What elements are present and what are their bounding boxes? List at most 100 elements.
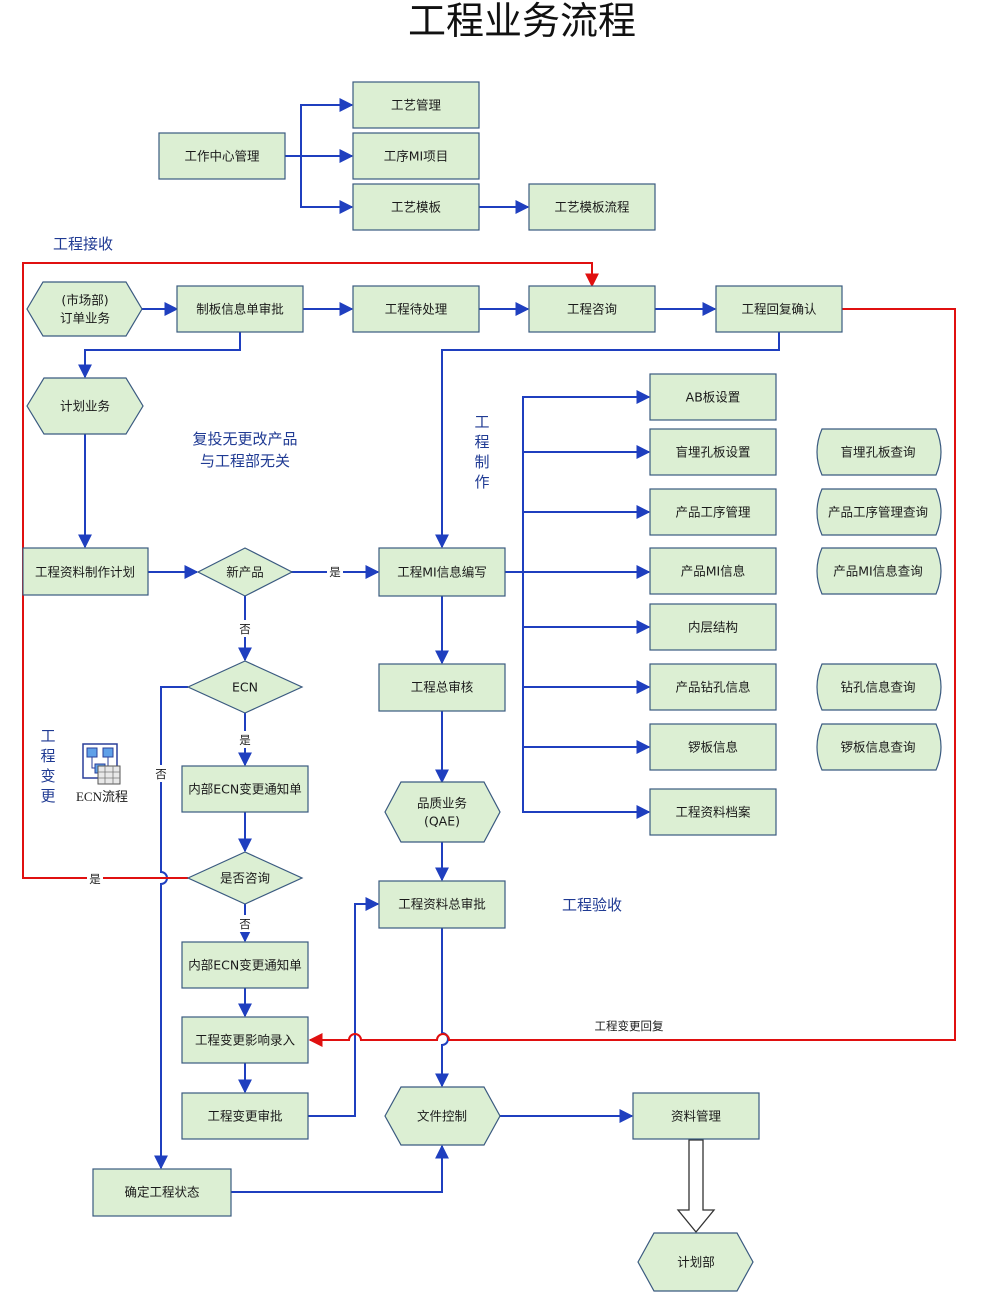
- node-huifu-box[interactable]: [715, 285, 843, 333]
- edge-mi-ab: [522, 390, 651, 572]
- edge-mi-dangan: [522, 572, 651, 819]
- node-queding-label: 确定工程状态: [124, 1185, 199, 1200]
- node-jihuabu-hex[interactable]: [637, 1232, 754, 1292]
- label-zhizuo-2: 程: [474, 433, 489, 451]
- node-q-mi-shape[interactable]: [816, 547, 942, 595]
- node-daichuli-box[interactable]: [352, 285, 480, 333]
- edge-shenpi-zongshenpi: [308, 897, 380, 1117]
- node-shifou-diamond[interactable]: [186, 851, 304, 905]
- label-futou-2: 与工程部无关: [200, 452, 290, 470]
- edge-queding-wenjian: [231, 1144, 449, 1193]
- node-zhiban-label: 制板信息单审批: [196, 302, 284, 317]
- node-q-mangmai-label: 盲埋孔板查询: [840, 445, 915, 460]
- node-pinzhi-hex[interactable]: [384, 781, 501, 843]
- node-jihua-hex[interactable]: [26, 377, 144, 435]
- red-edges: [22, 262, 956, 1047]
- node-zongshenhe-label: 工程总审核: [411, 680, 474, 695]
- edge-label-shifou-shi: 是: [89, 872, 101, 886]
- node-zixun-box[interactable]: [528, 285, 656, 333]
- node-shichang-label-2: 订单业务: [60, 311, 110, 326]
- node-q-luoban-label: 锣板信息查询: [840, 740, 915, 755]
- node-zongshenhe-box[interactable]: [378, 663, 506, 712]
- node-dangan-label: 工程资料档案: [675, 805, 751, 820]
- label-biangeng-2: 程: [40, 747, 55, 765]
- label-zhizuo-1: 工: [474, 413, 489, 431]
- edge-label-xinchanpin-fou: 否: [239, 622, 251, 636]
- node-zuankong-label: 产品钻孔信息: [675, 680, 750, 695]
- node-mangmai-label: 盲埋孔板设置: [675, 445, 750, 460]
- node-xinchanpin-diamond[interactable]: [196, 547, 294, 597]
- page-title: 工程业务流程: [408, 1, 636, 43]
- node-neiceng-box[interactable]: [649, 603, 777, 651]
- edge-to-gongyi-guanli: [285, 98, 354, 157]
- node-gongzuo-box[interactable]: [158, 132, 286, 180]
- label-biangeng-1: 工: [40, 727, 55, 745]
- node-ecn-diamond[interactable]: [186, 660, 304, 714]
- node-ziliao-guanli-box[interactable]: [632, 1092, 760, 1140]
- label-zhizuo-4: 作: [474, 473, 489, 491]
- label-biangeng-3: 变: [40, 767, 55, 785]
- node-q-zuankong-label: 钻孔信息查询: [840, 680, 915, 695]
- node-jihuabu-label: 计划部: [677, 1255, 715, 1270]
- node-q-gongxu-shape[interactable]: [816, 488, 942, 536]
- node-gongyi-guanli-box[interactable]: [352, 81, 480, 129]
- node-q-mi-label: 产品MI信息查询: [833, 564, 922, 579]
- node-q-mangmai-shape[interactable]: [816, 428, 942, 476]
- node-queding-box[interactable]: [92, 1168, 232, 1217]
- node-yingxiang-box[interactable]: [181, 1016, 309, 1064]
- edge-label-ecn-shi: 是: [239, 733, 251, 747]
- node-gongxu-box[interactable]: [649, 488, 777, 536]
- label-biangeng-4: 更: [40, 787, 55, 805]
- ecn-flow-icon[interactable]: [82, 743, 121, 785]
- node-gongxu-mi-box[interactable]: [352, 132, 480, 180]
- node-zuankong-box[interactable]: [649, 663, 777, 711]
- node-gongxu-mi-label: 工序MI项目: [384, 149, 448, 164]
- node-biangeng-shenpi-box[interactable]: [181, 1092, 309, 1140]
- node-dangan-box[interactable]: [649, 788, 777, 836]
- node-wenjian-hex[interactable]: [384, 1086, 501, 1146]
- edge-huifu-mi: [435, 332, 780, 549]
- node-daichuli-label: 工程待处理: [385, 302, 448, 317]
- edge-huifu-biangeng-huifu: [308, 308, 956, 1047]
- node-zixun-label: 工程咨询: [567, 302, 617, 317]
- node-muban-liucheng-label: 工艺模板流程: [554, 200, 630, 215]
- node-shichang-label-1: (市场部): [61, 293, 108, 308]
- node-q-gongxu-label: 产品工序管理查询: [828, 505, 928, 520]
- label-futou-1: 复投无更改产品: [192, 430, 297, 448]
- node-muban-liucheng-box[interactable]: [528, 183, 656, 231]
- node-mi-label: 工程MI信息编写: [397, 565, 486, 580]
- node-gongyi-muban-box[interactable]: [352, 183, 480, 231]
- node-neibu2-box[interactable]: [181, 941, 309, 989]
- node-chanpin-mi-box[interactable]: [649, 547, 777, 595]
- hollow-arrow-to-jihuabu: [676, 1139, 716, 1234]
- node-chanpin-mi-label: 产品MI信息: [681, 564, 745, 579]
- node-ziliao-zongshenpi-box[interactable]: [378, 880, 506, 929]
- label-yanshou: 工程验收: [562, 896, 622, 914]
- node-gongyi-guanli-label: 工艺管理: [391, 98, 442, 113]
- node-q-zuankong-shape[interactable]: [816, 663, 942, 711]
- node-ziliao-jihua-label: 工程资料制作计划: [35, 565, 135, 580]
- node-neibu1-label: 内部ECN变更通知单: [188, 782, 301, 797]
- edge-label-ecn-fou: 否: [155, 767, 167, 781]
- node-shichang-hex[interactable]: [26, 281, 143, 337]
- node-q-luoban-shape[interactable]: [816, 723, 942, 771]
- node-huifu-label: 工程回复确认: [741, 302, 817, 317]
- node-yingxiang-label: 工程变更影响录入: [195, 1033, 296, 1048]
- node-ziliao-jihua-box[interactable]: [22, 547, 149, 596]
- node-jihua-label: 计划业务: [60, 399, 110, 414]
- node-mi-box[interactable]: [378, 547, 506, 597]
- node-ziliao-zongshenpi-label: 工程资料总审批: [398, 897, 486, 912]
- node-gongyi-muban-label: 工艺模板: [391, 200, 442, 215]
- node-biangeng-shenpi-label: 工程变更审批: [207, 1109, 282, 1124]
- edge-zongshenpi-wenjian: [435, 928, 449, 1088]
- node-ab-box[interactable]: [649, 373, 777, 421]
- node-mangmai-box[interactable]: [649, 428, 777, 476]
- label-zhizuo-3: 制: [474, 453, 489, 471]
- node-neiceng-label: 内层结构: [688, 620, 738, 635]
- node-neibu1-box[interactable]: [181, 765, 309, 813]
- node-luoban-box[interactable]: [649, 723, 777, 771]
- node-zhiban-box[interactable]: [176, 285, 304, 333]
- node-ab-label: AB板设置: [686, 390, 741, 405]
